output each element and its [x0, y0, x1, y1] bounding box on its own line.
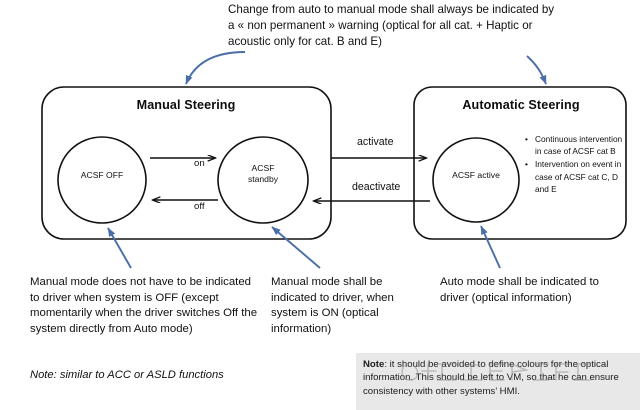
manual-steering-title: Manual Steering: [136, 98, 236, 112]
transition-label-deactivate: deactivate: [352, 181, 401, 193]
list-item: Intervention on event in case of ACSF ca…: [525, 158, 630, 195]
top-note: Change from auto to manual mode shall al…: [228, 3, 555, 48]
callout-manual-mode-on: Manual mode shall be indicated to driver…: [271, 276, 394, 335]
transition-label-off: off: [194, 201, 205, 212]
automatic-steering-title: Automatic Steering: [462, 98, 580, 112]
callout-manual-mode-off: Manual mode does not have to be indicate…: [30, 276, 258, 335]
transition-label-on: on: [194, 158, 205, 169]
bullet-list: Continuous intervention in case of ACSF …: [524, 133, 630, 195]
list-item: Continuous intervention in case of ACSF …: [525, 133, 630, 157]
leader-top-to-manual: [185, 51, 246, 85]
automatic-steering-bullets: Continuous intervention in case of ACSF …: [524, 133, 630, 196]
note-box: Note: it should be avoided to define col…: [356, 353, 640, 410]
leader-top-to-automatic: [526, 55, 547, 85]
acsf-off-label: ACSF OFF: [80, 170, 124, 180]
leader-auto-to-acsfactive: [480, 225, 501, 269]
leader-manualoff-to-acsfoff: [107, 227, 132, 269]
transition-label-activate: activate: [357, 136, 394, 148]
acsf-active-label: ACSF active: [452, 170, 500, 180]
leader-manualon-to-standby: [271, 226, 321, 269]
callout-auto-mode: Auto mode shall be indicated to driver (…: [440, 276, 599, 304]
bottom-note: Note: similar to ACC or ASLD functions: [30, 369, 224, 381]
note-box-prefix: Note: [363, 359, 385, 370]
note-box-text: : it should be avoided to define colours…: [363, 359, 619, 397]
